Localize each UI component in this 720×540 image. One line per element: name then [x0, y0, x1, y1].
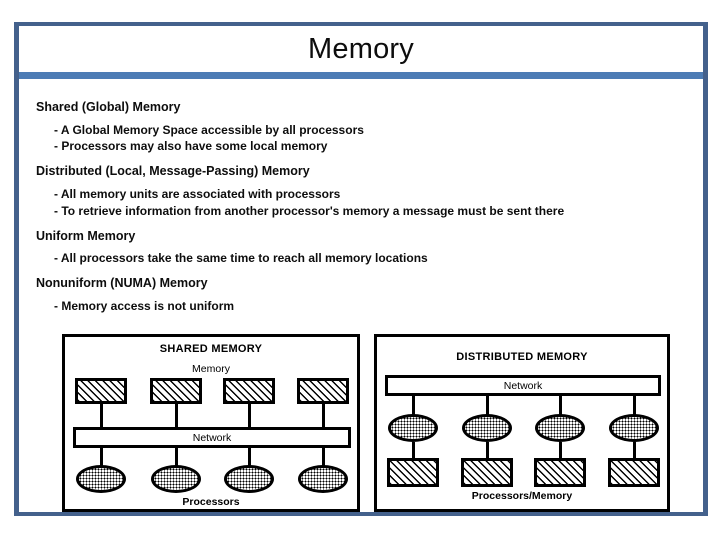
connector-wire	[100, 448, 103, 467]
section-heading: Shared (Global) Memory	[36, 100, 181, 114]
diagram-title-shared: SHARED MEMORY	[159, 343, 263, 355]
local-memory-block	[387, 458, 439, 487]
connector-wire	[100, 404, 103, 427]
slide-frame-bottom	[14, 512, 708, 516]
section-bullets: - A Global Memory Space accessible by al…	[36, 123, 686, 156]
memory-block	[150, 378, 202, 404]
section-distributed-memory: Distributed (Local, Message-Passing) Mem…	[36, 164, 686, 219]
connector-wire	[248, 404, 251, 427]
slide-frame-right	[703, 22, 708, 516]
connector-wire	[322, 404, 325, 427]
section-bullets: - Memory access is not uniform	[36, 299, 686, 315]
connector-wire	[412, 442, 415, 459]
bullet-item: - All memory units are associated with p…	[54, 186, 341, 201]
memory-block	[297, 378, 349, 404]
slide-body: Shared (Global) Memory - A Global Memory…	[36, 100, 686, 323]
connector-wire	[633, 396, 636, 416]
connector-wire	[559, 396, 562, 416]
distributed-memory-diagram: DISTRIBUTED MEMORY Network Processors/Me…	[374, 334, 670, 512]
connector-wire	[486, 442, 489, 459]
section-bullets: - All processors take the same time to r…	[36, 251, 686, 267]
connector-wire	[175, 404, 178, 427]
processor-node	[298, 465, 348, 493]
bullet-item: - Processors may also have some local me…	[54, 139, 328, 154]
section-shared-memory: Shared (Global) Memory - A Global Memory…	[36, 100, 686, 155]
memory-block	[75, 378, 127, 404]
connector-wire	[412, 396, 415, 416]
title-underline-rule	[19, 72, 703, 79]
network-bus-label: Network	[192, 431, 232, 444]
network-bus: Network	[385, 375, 661, 396]
network-bus-label: Network	[503, 379, 543, 392]
section-uniform-memory: Uniform Memory - All processors take the…	[36, 229, 686, 267]
processor-node	[76, 465, 126, 493]
local-memory-block	[534, 458, 586, 487]
page-title: Memory	[308, 32, 414, 65]
shared-memory-diagram: SHARED MEMORY Memory Network Processors	[62, 334, 360, 512]
slide-title-area: Memory	[19, 26, 703, 72]
diagram-title-distributed: DISTRIBUTED MEMORY	[456, 351, 588, 363]
connector-wire	[248, 448, 251, 467]
slide-frame-left	[14, 22, 19, 516]
diagram-label-processors: Processors	[182, 496, 240, 508]
processor-node	[224, 465, 274, 493]
connector-wire	[559, 442, 562, 459]
section-heading: Distributed (Local, Message-Passing) Mem…	[36, 164, 310, 179]
connector-wire	[633, 442, 636, 459]
local-memory-block	[608, 458, 660, 487]
diagram-label-memory: Memory	[192, 363, 230, 375]
connector-wire	[486, 396, 489, 416]
section-heading: Uniform Memory	[36, 228, 136, 243]
network-bus: Network	[73, 427, 351, 448]
processor-node	[388, 414, 438, 442]
processor-node	[535, 414, 585, 442]
bullet-item: - Memory access is not uniform	[54, 298, 235, 313]
bullet-item: - All processors take the same time to r…	[54, 251, 428, 266]
processor-node	[609, 414, 659, 442]
section-heading: Nonuniform (NUMA) Memory	[36, 276, 208, 291]
slide-frame-top	[14, 22, 708, 26]
diagram-label-processors-memory: Processors/Memory	[471, 490, 573, 502]
section-nonuniform-memory: Nonuniform (NUMA) Memory - Memory access…	[36, 276, 686, 314]
processor-node	[151, 465, 201, 493]
connector-wire	[175, 448, 178, 467]
section-bullets: - All memory units are associated with p…	[36, 187, 686, 220]
processor-node	[462, 414, 512, 442]
bullet-item: - A Global Memory Space accessible by al…	[54, 122, 364, 137]
local-memory-block	[461, 458, 513, 487]
memory-block	[223, 378, 275, 404]
connector-wire	[322, 448, 325, 467]
bullet-item: - To retrieve information from another p…	[54, 203, 565, 218]
